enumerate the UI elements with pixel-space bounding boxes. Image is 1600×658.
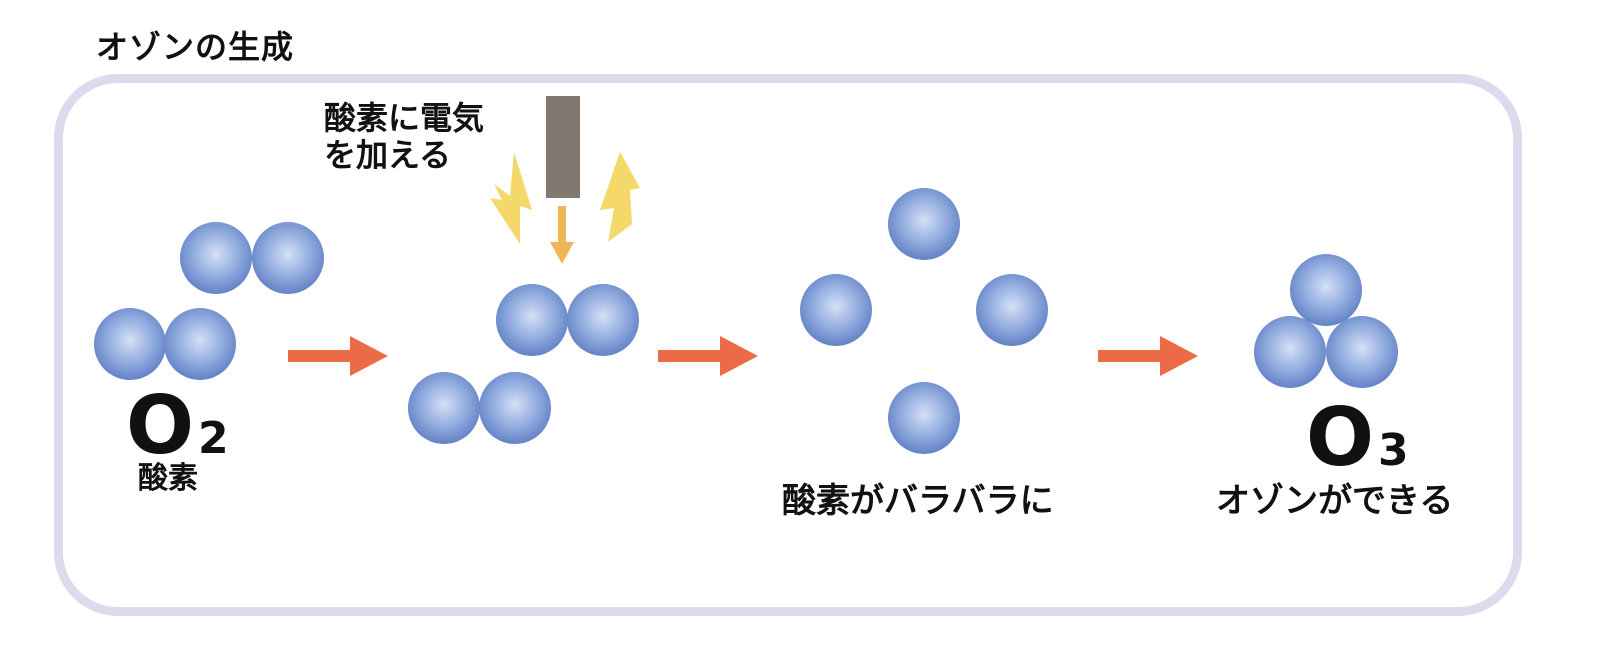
oxygen-atom [976, 274, 1048, 346]
oxygen-atom [800, 274, 872, 346]
oxygen-atom [180, 222, 252, 294]
right-arrow [288, 336, 388, 376]
oxygen-atom [479, 372, 551, 444]
separated-label: 酸素がバラバラに [782, 481, 1054, 521]
o2-name-label: 酸素 [138, 461, 198, 496]
o3-name-label: オゾンができる [1216, 481, 1454, 521]
separated-atoms [800, 188, 1048, 454]
electricity-label-line1: 酸素に電気 [324, 99, 485, 137]
oxygen-atom [567, 284, 639, 356]
o3-subscript: 3 [1378, 425, 1409, 476]
electrode [546, 96, 580, 198]
oxygen-atom [888, 188, 960, 260]
diagram-title: オゾンの生成 [96, 28, 295, 66]
down-arrow [550, 206, 574, 264]
oxygen-atom [164, 308, 236, 380]
lightning-bolt [600, 152, 640, 242]
o3-molecule [1254, 254, 1398, 388]
oxygen-atom [94, 308, 166, 380]
electricity-label-line2: を加える [324, 135, 452, 174]
o2-molecules-stage1 [94, 222, 324, 380]
o2-subscript: 2 [198, 413, 229, 464]
o3-formula: O3 [1306, 391, 1409, 484]
oxygen-atom [252, 222, 324, 294]
oxygen-atom [1254, 316, 1326, 388]
oxygen-atom [408, 372, 480, 444]
oxygen-atom [888, 382, 960, 454]
lightning-bolt [490, 152, 532, 244]
oxygen-atom [1326, 316, 1398, 388]
o2-molecules-stage2 [408, 284, 639, 444]
electricity-label: 酸素に電気 を加える [324, 100, 484, 174]
right-arrow [1098, 336, 1198, 376]
o2-formula: O2 [126, 379, 229, 472]
oxygen-atom [496, 284, 568, 356]
oxygen-atom [1290, 254, 1362, 326]
right-arrow [658, 336, 758, 376]
